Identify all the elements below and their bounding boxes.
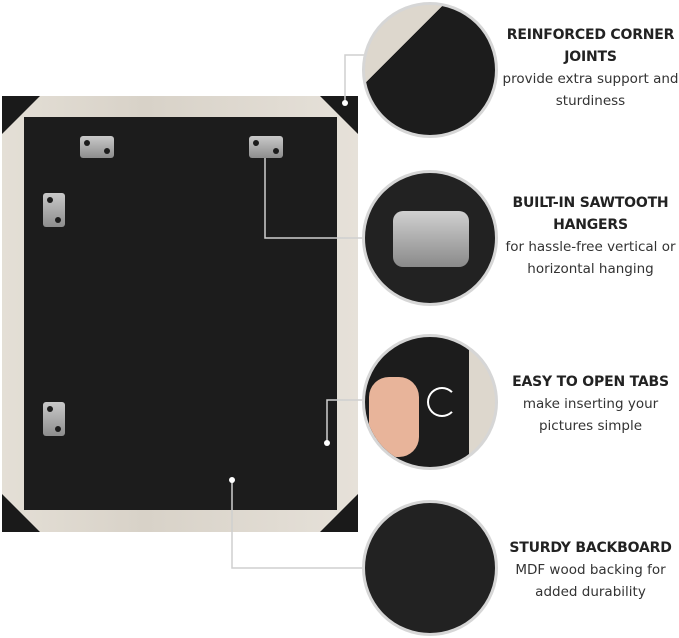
corner-joint-icon [362, 2, 498, 138]
feature-desc: MDF wood backing for added durability [515, 562, 666, 600]
feature-backboard: STURDY BACKBOARD MDF wood backing for add… [502, 537, 679, 603]
feature-desc: make inserting your pictures simple [522, 396, 659, 434]
sawtooth-hanger [43, 193, 65, 227]
feature-title: BUILT-IN SAWTOOTH HANGERS [512, 195, 669, 233]
feature-title: EASY TO OPEN TABS [512, 374, 669, 390]
sawtooth-hanger [43, 402, 65, 436]
sawtooth-hanger [249, 136, 283, 158]
tab-icon [362, 334, 498, 470]
feature-desc: for hassle-free vertical or horizontal h… [505, 239, 676, 277]
feature-desc: provide extra support and sturdiness [502, 71, 679, 109]
backboard [24, 117, 337, 510]
feature-corner-joints: REINFORCED CORNER JOINTS provide extra su… [502, 24, 679, 112]
backboard-icon [362, 500, 498, 636]
feature-title: REINFORCED CORNER JOINTS [506, 27, 675, 65]
feature-tabs: EASY TO OPEN TABS make inserting your pic… [502, 371, 679, 437]
feature-hangers: BUILT-IN SAWTOOTH HANGERS for hassle-free… [502, 192, 679, 280]
sawtooth-hanger [80, 136, 114, 158]
feature-title: STURDY BACKBOARD [509, 540, 672, 556]
sawtooth-hanger-icon [362, 170, 498, 306]
